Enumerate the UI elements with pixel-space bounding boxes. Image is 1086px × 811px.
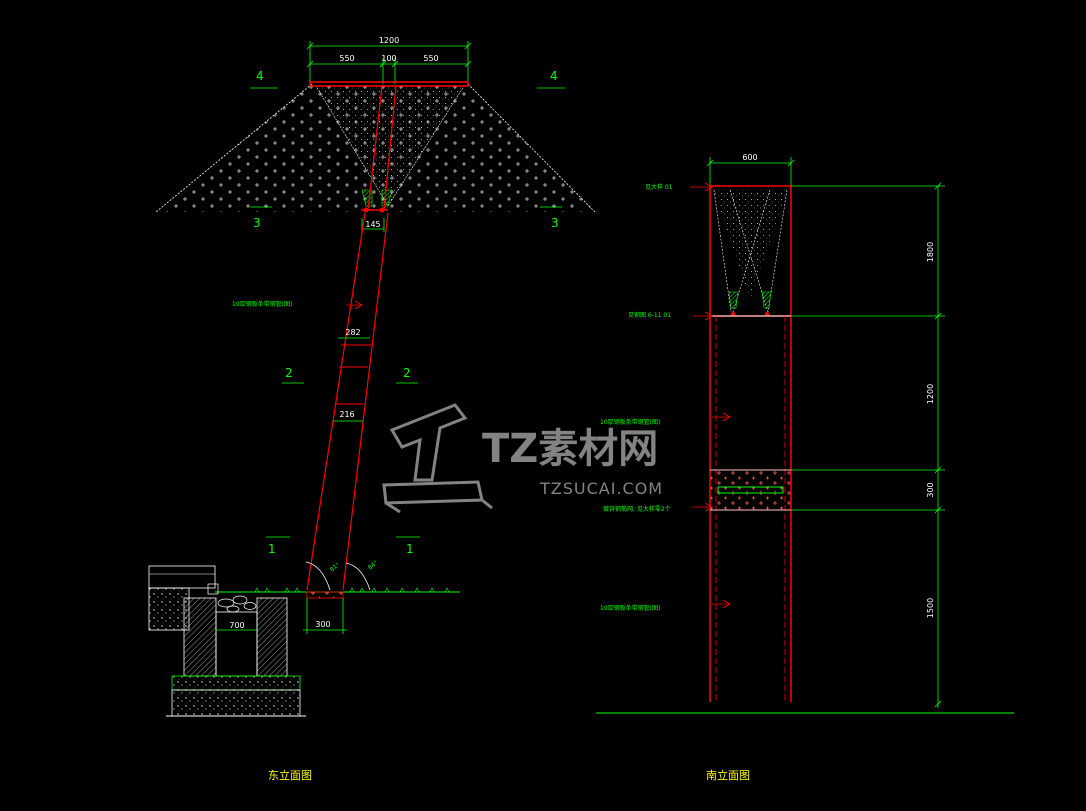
- note-post2-arrow: [712, 599, 731, 609]
- south-canopy-fill: [714, 190, 787, 300]
- dim-base-300: 300: [315, 620, 330, 629]
- note-top-south: 见大样 01: [645, 183, 673, 191]
- note-mid-arrow: [693, 311, 713, 321]
- dim-base-lines: [303, 598, 347, 634]
- section-4-left: 4: [256, 69, 264, 83]
- angle-left: 81°: [329, 561, 342, 573]
- base-plate: [306, 591, 344, 599]
- dim-height-lines: [791, 182, 945, 708]
- dim-left-550: 550: [339, 54, 354, 63]
- angle-right: 84°: [367, 559, 380, 571]
- dim-center-100: 100: [381, 54, 396, 63]
- note-post2-south: 10厚钢板条带钢管(图): [600, 604, 660, 612]
- dim-mid-282: 282: [345, 328, 360, 337]
- section-4-right: 4: [550, 69, 558, 83]
- dim-h3-300: 300: [926, 482, 935, 497]
- section-1-left: 1: [268, 542, 276, 556]
- dim-h2-1200: 1200: [926, 384, 935, 404]
- note-mid-south: 见钢图 6-11 01: [628, 311, 671, 319]
- dim-h4-1500: 1500: [926, 598, 935, 618]
- watermark-url: TZSUCAI.COM: [539, 479, 663, 498]
- section-2-right: 2: [403, 366, 411, 380]
- note-bar-arrow: [692, 502, 713, 512]
- note-post1-south: 10厚钢板条带钢管(图): [600, 418, 660, 426]
- south-clamp-right: [761, 291, 772, 309]
- note-post-east: 10厚钢板条带钢管(图): [232, 300, 292, 308]
- note-top-arrow: [690, 182, 713, 192]
- south-bar-panel: [709, 469, 792, 511]
- south-elevation: 600: [596, 153, 1014, 782]
- dim-width-600: 600: [742, 153, 757, 162]
- angle-arc-right: [345, 562, 371, 591]
- section-2-left: 2: [285, 366, 293, 380]
- dim-joint-145: 145: [365, 220, 380, 229]
- watermark-brand: TZ素材网: [482, 426, 658, 472]
- dim-mid-216: 216: [339, 410, 354, 419]
- south-bar: [717, 486, 784, 494]
- section-3-left: 3: [253, 216, 261, 230]
- dim-width-lines: [706, 157, 795, 186]
- dim-h1-1800: 1800: [926, 242, 935, 262]
- section-mark-lines: [250, 87, 565, 538]
- canopy-outer-edge: [155, 83, 596, 213]
- note-post1-arrow: [712, 412, 731, 422]
- post-upper: [367, 85, 397, 211]
- canopy-top-beam: [309, 81, 469, 87]
- section-3-right: 3: [551, 216, 559, 230]
- east-elevation: 1200 550 100 550 145: [148, 36, 596, 782]
- grass: [254, 587, 450, 593]
- dim-drain-700: 700: [229, 621, 244, 630]
- dim-mid-lines: [333, 337, 370, 422]
- post-main: [306, 212, 389, 591]
- east-top-dimensions: [306, 41, 472, 84]
- dim-right-550: 550: [423, 54, 438, 63]
- watermark: TZ素材网 TZSUCAI.COM: [382, 403, 663, 514]
- east-elevation-title: 东立面图: [268, 768, 312, 782]
- note-bar-south: 镀锌钢筋网, 见大样零2个: [603, 505, 671, 513]
- south-elevation-title: 南立面图: [706, 768, 750, 782]
- dim-overall-1200: 1200: [379, 36, 399, 45]
- note-arrow-east: [346, 300, 363, 310]
- angle-arc-left: [305, 561, 331, 591]
- south-clamp-left: [728, 291, 739, 309]
- drain-structure: [148, 565, 306, 717]
- watermark-logo-icon: [382, 403, 493, 514]
- section-1-right: 1: [406, 542, 414, 556]
